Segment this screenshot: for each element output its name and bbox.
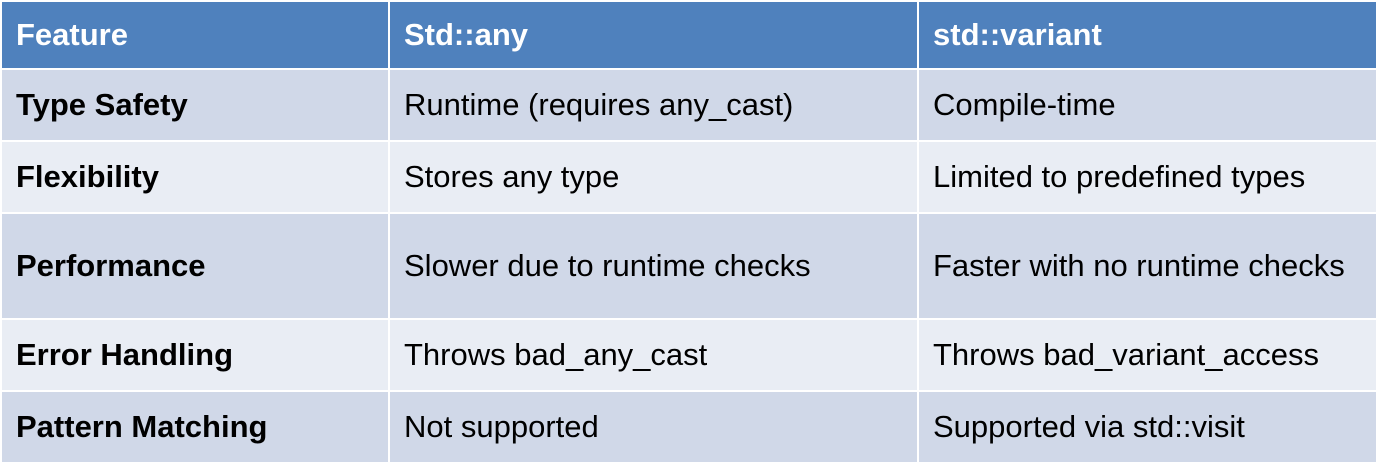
table-row: Flexibility Stores any type Limited to p…	[0, 140, 1376, 214]
std-variant-cell: Compile-time	[917, 68, 1376, 142]
header-feature: Feature	[0, 0, 390, 70]
std-any-cell: Throws bad_any_cast	[388, 318, 919, 392]
std-variant-cell: Limited to predefined types	[917, 140, 1376, 214]
feature-cell: Performance	[0, 212, 390, 320]
table-row: Performance Slower due to runtime checks…	[0, 212, 1376, 320]
feature-cell: Flexibility	[0, 140, 390, 214]
header-std-variant: std::variant	[917, 0, 1376, 70]
feature-cell: Pattern Matching	[0, 390, 390, 464]
std-any-cell: Stores any type	[388, 140, 919, 214]
comparison-table: Feature Std::any std::variant Type Safet…	[0, 0, 1376, 464]
std-variant-cell: Supported via std::visit	[917, 390, 1376, 464]
table-row: Error Handling Throws bad_any_cast Throw…	[0, 318, 1376, 392]
std-variant-cell: Throws bad_variant_access	[917, 318, 1376, 392]
header-row: Feature Std::any std::variant	[0, 0, 1376, 70]
feature-cell: Type Safety	[0, 68, 390, 142]
table-row: Type Safety Runtime (requires any_cast) …	[0, 68, 1376, 142]
feature-cell: Error Handling	[0, 318, 390, 392]
std-any-cell: Runtime (requires any_cast)	[388, 68, 919, 142]
table-row: Pattern Matching Not supported Supported…	[0, 390, 1376, 464]
std-any-cell: Not supported	[388, 390, 919, 464]
table-header: Feature Std::any std::variant	[0, 0, 1376, 70]
table-body: Type Safety Runtime (requires any_cast) …	[0, 68, 1376, 464]
std-variant-cell: Faster with no runtime checks	[917, 212, 1376, 320]
std-any-cell: Slower due to runtime checks	[388, 212, 919, 320]
header-std-any: Std::any	[388, 0, 919, 70]
